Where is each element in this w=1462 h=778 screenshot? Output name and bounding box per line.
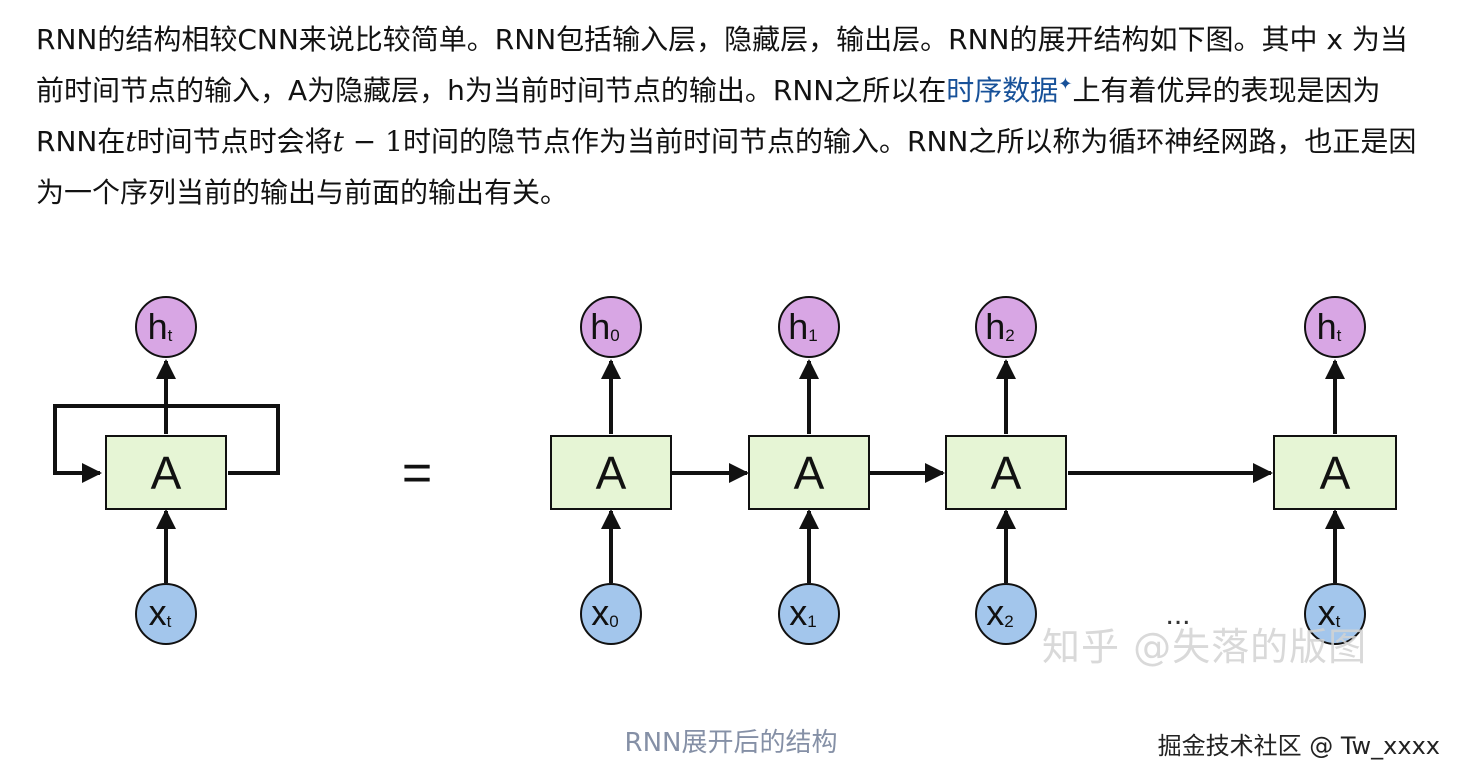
- paragraph-text-1: RNN的结构相较CNN来说比较简单。RNN包括输入层，隐藏层，输出层。RNN的展…: [36, 23, 1408, 107]
- input-node-0: [580, 583, 642, 645]
- time-step-t: A ht xt: [1273, 296, 1397, 645]
- input-main-1: x: [789, 592, 807, 633]
- output-main-t: h: [1317, 306, 1337, 347]
- math-t-2: t: [332, 125, 344, 158]
- input-sub-2: 2: [1004, 612, 1013, 631]
- link-time-series-data[interactable]: 时序数据: [946, 74, 1059, 107]
- paragraph-text-2: 上有着优异的表现是因为RNN在: [36, 74, 1381, 158]
- hidden-cell-label-t: A: [1320, 447, 1351, 499]
- input-main-0: x: [591, 592, 609, 633]
- output-node-t: [1304, 296, 1366, 358]
- hidden-cell-label: A: [151, 447, 182, 499]
- output-main-0: h: [590, 306, 610, 347]
- input-node-t: [1304, 583, 1366, 645]
- hidden-cell-box-2: [945, 435, 1067, 510]
- math-minus-one: − 1: [343, 125, 403, 158]
- article-paragraph: RNN的结构相较CNN来说比较简单。RNN包括输入层，隐藏层，输出层。RNN的展…: [36, 14, 1426, 218]
- output-node-0: [580, 296, 642, 358]
- time-step-0: A h0 x0: [550, 296, 672, 645]
- output-main: h: [148, 306, 168, 347]
- output-node-label-1: h1: [788, 306, 818, 347]
- input-main-t: x: [1318, 592, 1336, 633]
- input-sub-0: 0: [609, 612, 618, 631]
- hidden-cell-box-t: [1273, 435, 1397, 510]
- output-sub: t: [168, 326, 173, 345]
- output-node-2: [975, 296, 1037, 358]
- paragraph-text-4: 时间的隐节点作为当前时间节点的输入。RNN之所以称为循环神经网路，也正是因为一个…: [36, 125, 1417, 209]
- unrolled-rnn: A h0 x0 A h1 x1 A: [550, 296, 1397, 645]
- hidden-cell-label-2: A: [991, 447, 1022, 499]
- input-node-label-t: xt: [1318, 592, 1341, 633]
- source-credit: 掘金技术社区 @ Tw_xxxx: [1157, 732, 1440, 760]
- output-node-label: ht: [148, 306, 173, 347]
- input-sub: t: [167, 612, 172, 631]
- image-watermark: 知乎 @失落的版图: [1042, 625, 1368, 669]
- hidden-cell-box-0: [550, 435, 672, 510]
- output-node-1: [778, 296, 840, 358]
- output-node: [135, 296, 197, 358]
- input-main: x: [149, 592, 167, 633]
- folded-rnn: A ht xt: [53, 296, 280, 645]
- input-node-label: xt: [149, 592, 172, 633]
- ellipsis-dots: ...: [1165, 598, 1190, 631]
- hidden-cell-label-1: A: [794, 447, 825, 499]
- sparkle-icon: ✦: [1058, 74, 1073, 95]
- output-node-label-t: ht: [1317, 306, 1342, 347]
- output-sub-2: 2: [1005, 326, 1014, 345]
- input-node-label-1: x1: [789, 592, 816, 633]
- input-node-label-0: x0: [591, 592, 618, 633]
- output-main-2: h: [985, 306, 1005, 347]
- output-node-label-2: h2: [985, 306, 1015, 347]
- math-t: t: [125, 125, 137, 158]
- time-step-1: A h1 x1: [748, 296, 870, 645]
- rnn-figure: A ht xt = A h0: [0, 270, 1462, 690]
- output-node-label-0: h0: [590, 306, 620, 347]
- equals-sign: =: [402, 444, 432, 502]
- output-sub-t: t: [1337, 326, 1342, 345]
- time-step-2: A h2 x2: [945, 296, 1067, 645]
- input-sub-1: 1: [807, 612, 816, 631]
- input-node-1: [778, 583, 840, 645]
- output-sub-1: 1: [808, 326, 817, 345]
- rnn-diagram: A ht xt = A h0: [53, 296, 1397, 645]
- input-node-label-2: x2: [986, 592, 1013, 633]
- hidden-cell-box: [105, 435, 227, 510]
- output-main-1: h: [788, 306, 808, 347]
- figure-caption: RNN展开后的结构: [624, 728, 838, 758]
- input-node-2: [975, 583, 1037, 645]
- hidden-cell-label-0: A: [596, 447, 627, 499]
- input-main-2: x: [986, 592, 1004, 633]
- output-sub-0: 0: [610, 326, 619, 345]
- input-sub-t: t: [1336, 612, 1341, 631]
- paragraph-text-3: 时间节点时会将: [136, 125, 333, 158]
- input-node: [135, 583, 197, 645]
- hidden-cell-box-1: [748, 435, 870, 510]
